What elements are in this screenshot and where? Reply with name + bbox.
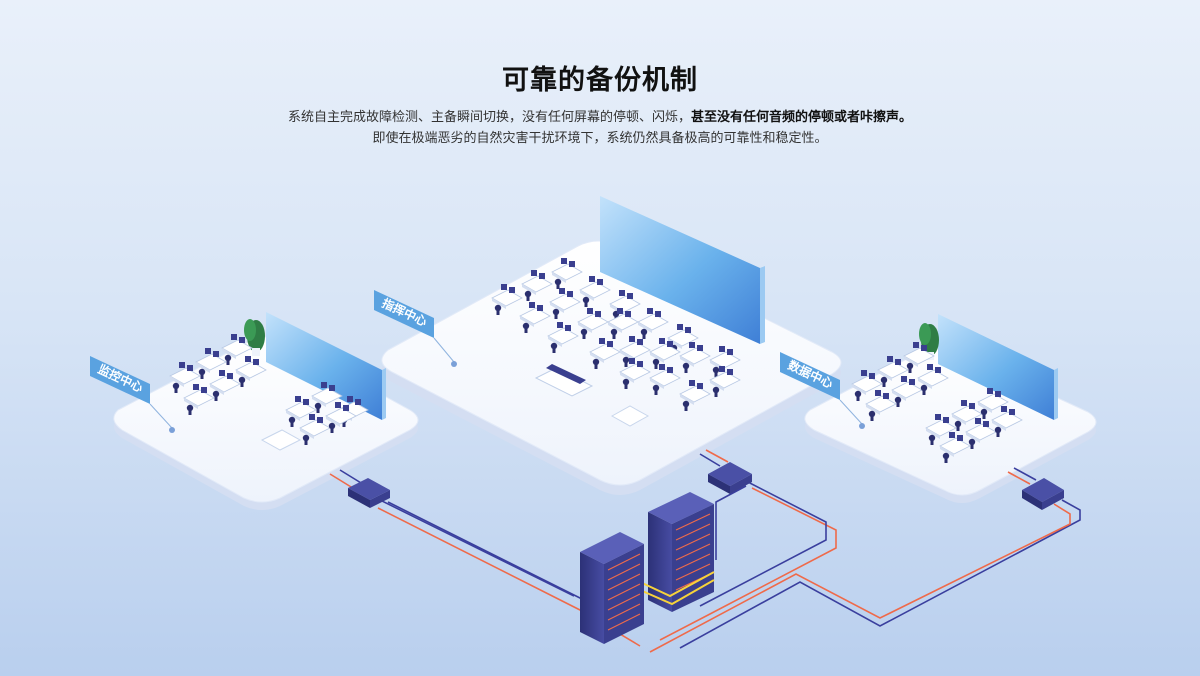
video-wall-center [600,196,765,344]
workstations-center [491,257,741,427]
server-rack-backup [648,492,714,612]
page-title: 可靠的备份机制 [502,65,698,96]
switch-left [348,478,390,508]
workstations-left [169,333,369,451]
platform-center [381,240,842,495]
switch-center [708,462,752,494]
backup-link [639,571,715,606]
description-line-2: 即使在极端恶劣的自然灾害干扰环境下，系统仍然具备极高的可靠性和稳定性。 [372,131,828,146]
switch-right [1022,478,1064,510]
video-wall-right [938,314,1058,420]
plant-icon-left [244,319,265,356]
description-line-1-normal: 系统自主完成故障检测、主备瞬间切换，没有任何屏幕的停顿、闪烁， [287,110,691,125]
server-rack-primary [580,532,644,644]
description-line-1: 系统自主完成故障检测、主备瞬间切换，没有任何屏幕的停顿、闪烁，甚至没有任何音频的… [0,108,1200,128]
description-line-1-bold: 甚至没有任何音频的停顿或者咔擦声。 [691,110,913,125]
video-wall-left [266,312,386,420]
